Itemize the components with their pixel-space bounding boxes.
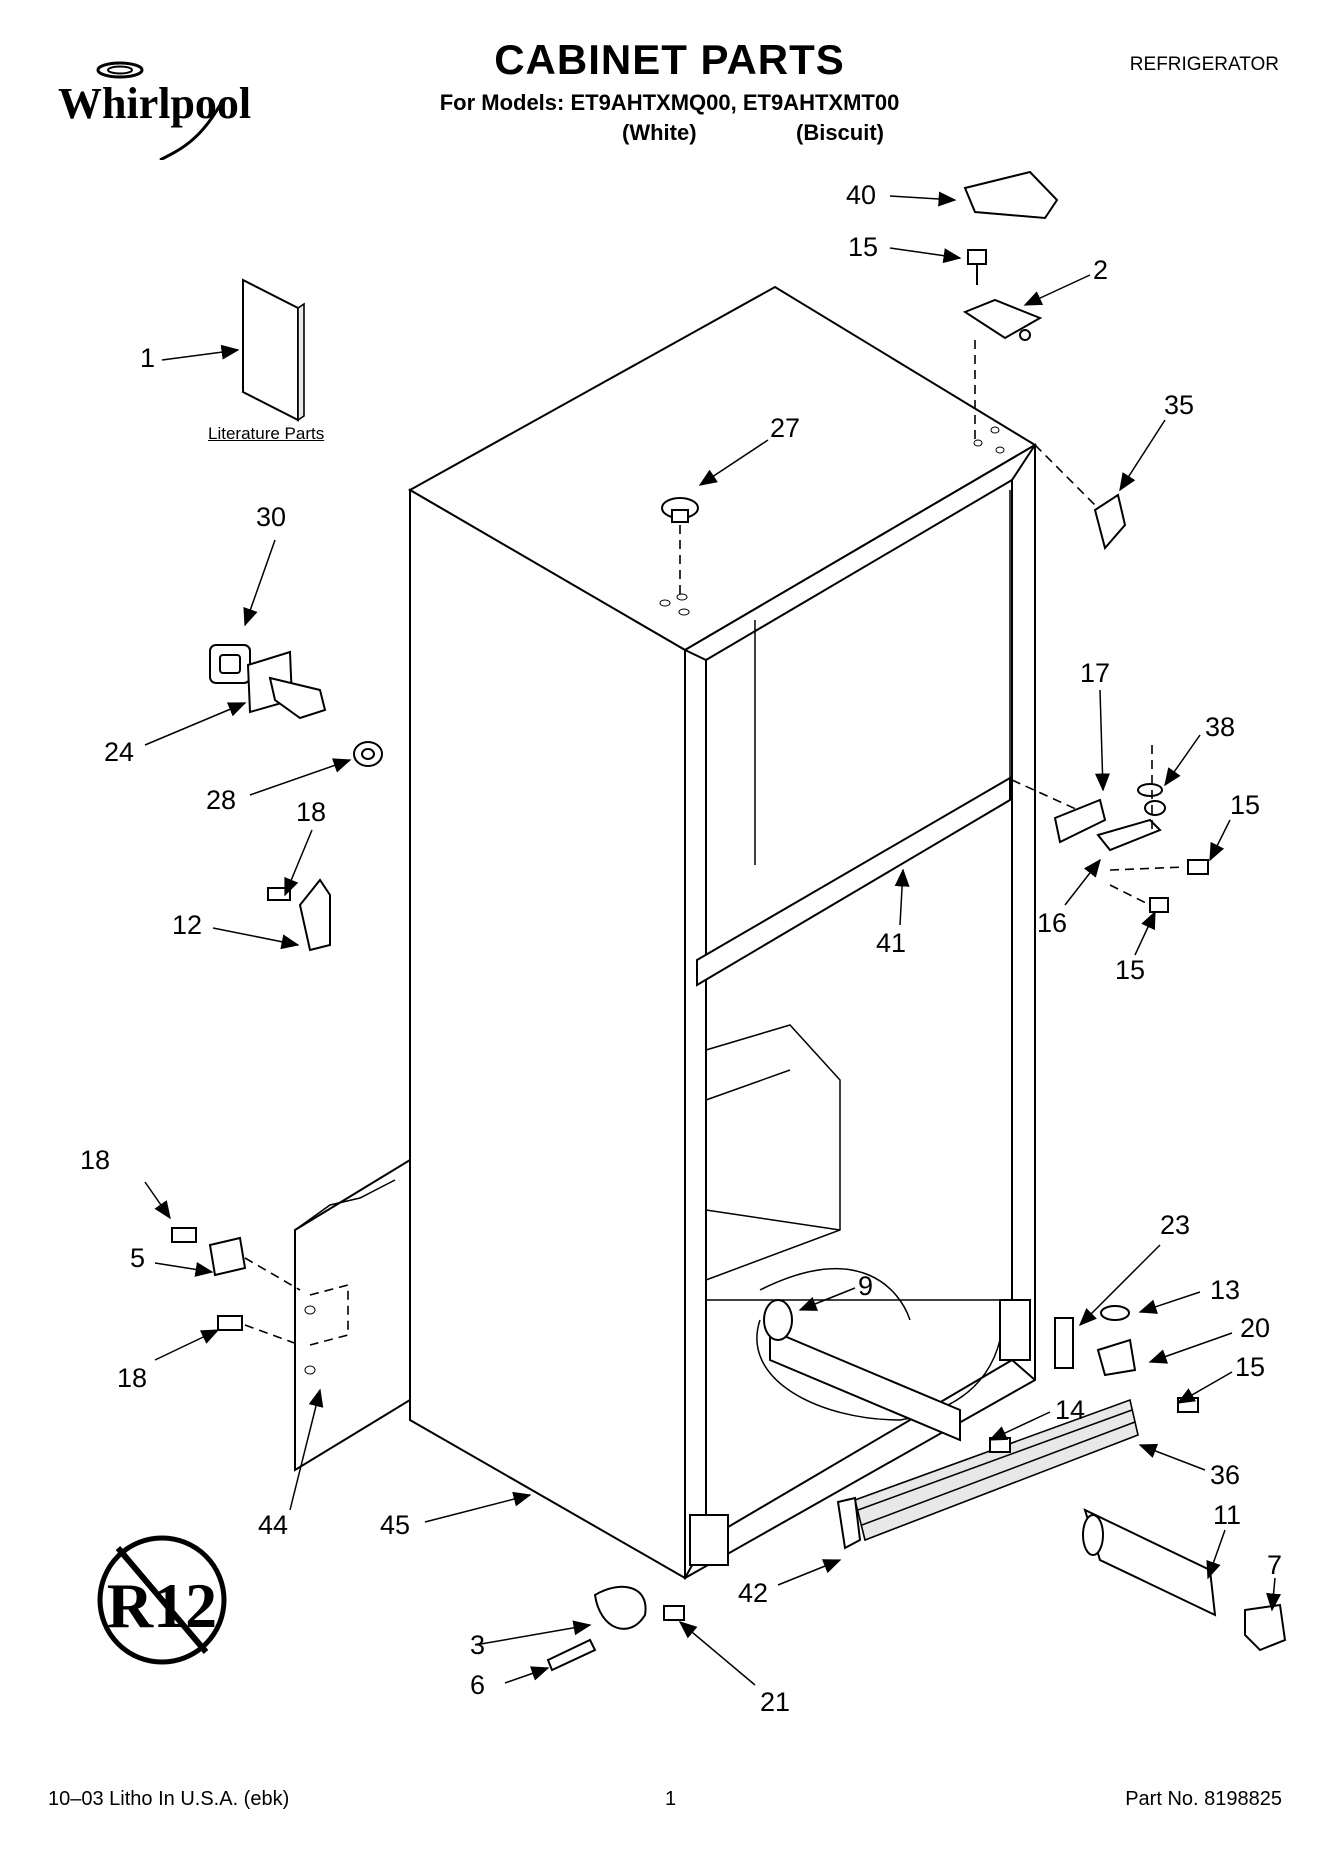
litho-info: 10–03 Litho In U.S.A. (ebk) — [48, 1788, 290, 1810]
callout-13: 13 — [1210, 1275, 1241, 1305]
callout-14: 14 — [1055, 1395, 1086, 1425]
callout-27: 27 — [770, 413, 801, 443]
logo-swirl-icon: Whirlpool — [58, 61, 251, 162]
callout-18-left-b: 18 — [117, 1363, 148, 1393]
callout-18-left-a: 18 — [80, 1145, 111, 1175]
callout-15-top: 15 — [848, 232, 879, 262]
water-filter-housing — [756, 1268, 1287, 1652]
callout-15-hinge-b: 15 — [1115, 955, 1146, 985]
callout-23: 23 — [1160, 1210, 1191, 1240]
callout-42: 42 — [738, 1578, 769, 1608]
callout-11: 11 — [1213, 1500, 1242, 1530]
callout-45: 45 — [380, 1510, 411, 1540]
part-number: Part No. 8198825 — [1125, 1788, 1282, 1810]
no-r12-badge: R12 — [97, 1535, 227, 1665]
literature-parts-label: Literature Parts — [208, 424, 325, 443]
callout-15-bottom: 15 — [1235, 1352, 1266, 1382]
callout-1: 1 — [140, 343, 156, 373]
callout-41: 41 — [876, 928, 907, 958]
callout-36: 36 — [1210, 1460, 1241, 1490]
model-numbers: For Models: ET9AHTXMQ00, ET9AHTXMT00 — [439, 90, 900, 115]
appliance-category: REFRIGERATOR — [1129, 54, 1279, 75]
callout-3: 3 — [470, 1630, 486, 1660]
top-hinge-screw — [967, 249, 987, 285]
center-hinge-assembly — [1053, 745, 1209, 913]
callout-21: 21 — [760, 1687, 791, 1717]
callout-28: 28 — [206, 785, 237, 815]
callout-20: 20 — [1240, 1313, 1271, 1343]
callout-38: 38 — [1205, 712, 1236, 742]
top-plug — [661, 497, 699, 595]
callout-18-top: 18 — [296, 797, 327, 827]
callout-5: 5 — [130, 1243, 146, 1273]
whirlpool-logo: Whirlpool — [50, 50, 290, 162]
callout-2: 2 — [1093, 255, 1109, 285]
literature-booklet — [242, 278, 305, 422]
callout-40: 40 — [846, 180, 877, 210]
hinge-cap — [963, 170, 1059, 220]
badge-text: R12 — [107, 1570, 217, 1641]
callout-24: 24 — [104, 737, 135, 767]
top-hinge — [962, 298, 1043, 440]
callout-35: 35 — [1164, 390, 1195, 420]
cabinet-body — [407, 285, 1037, 1580]
callout-17: 17 — [1080, 658, 1111, 688]
variant-white: (White) — [622, 120, 697, 145]
callout-6: 6 — [470, 1670, 486, 1700]
door-stop-assembly — [209, 644, 383, 767]
callout-9: 9 — [858, 1271, 874, 1301]
rear-access-panel — [171, 1158, 411, 1472]
brand-wordmark: Whirlpool — [58, 79, 251, 128]
callout-16: 16 — [1037, 908, 1068, 938]
callout-15-hinge-a: 15 — [1230, 790, 1261, 820]
page-number: 1 — [665, 1788, 677, 1810]
page-title: CABINET PARTS — [494, 36, 845, 83]
callout-30: 30 — [256, 502, 287, 532]
callout-7: 7 — [1267, 1550, 1283, 1580]
callout-44: 44 — [258, 1510, 289, 1540]
filter-bypass-parts — [546, 1496, 862, 1672]
callout-leaders — [144, 191, 1282, 1686]
variant-biscuit: (Biscuit) — [796, 120, 884, 145]
door-stop-bracket — [267, 878, 331, 952]
callout-12: 12 — [172, 910, 203, 940]
top-hinge-cover — [1093, 493, 1127, 551]
